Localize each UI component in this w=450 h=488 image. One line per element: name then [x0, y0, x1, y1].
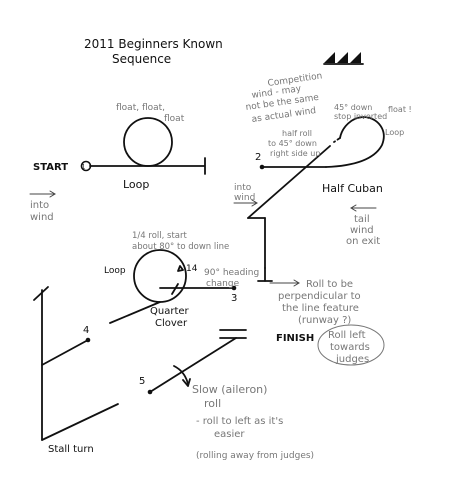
into-wind-arrow-2: [233, 199, 258, 207]
roll-note-3: (rolling away from judges): [196, 451, 314, 461]
loop-label-3: Loop: [104, 266, 126, 276]
figure-5-slow-roll: [147, 329, 247, 395]
float-note-2: float: [164, 114, 185, 124]
quarter-clover-label-1: Quarter: [150, 306, 190, 317]
perp-note-4: (runway ?): [298, 315, 351, 326]
perp-note-3: the line feature: [282, 303, 359, 314]
figure-number-1: 1: [82, 164, 86, 171]
perpendicular-note-arrow: [269, 279, 300, 287]
slow-roll-label-2: roll: [204, 397, 221, 410]
half-roll-note-2: to 45° down: [268, 139, 317, 148]
loop-label-2: Loop: [385, 128, 404, 137]
roll-left-oval: [317, 324, 385, 366]
quarter-roll-note-1: 1/4 roll, start: [132, 231, 187, 241]
into-wind-2-line1: into: [234, 183, 252, 193]
into-wind-1-line1: into: [30, 200, 49, 211]
perp-note-2: perpendicular to: [278, 291, 361, 302]
half-cuban-label: Half Cuban: [322, 182, 383, 195]
finish-label: FINISH: [276, 333, 314, 344]
start-label: START: [33, 162, 68, 173]
down45-note-1: 45° down: [334, 103, 372, 112]
tail-wind-note-1: tail: [354, 214, 370, 225]
into-wind-1-line2: wind: [30, 212, 54, 223]
heading-note-2: change: [206, 279, 240, 289]
float-note-1: float, float,: [116, 103, 165, 113]
figure-1-loop: [80, 117, 206, 175]
perp-note-1: Roll to be: [306, 279, 353, 290]
half-roll-note-1: half roll: [282, 129, 312, 138]
figure-4-stall-turn: [33, 286, 119, 441]
figure-number-3: 3: [231, 293, 237, 304]
figure-number-14: 14: [186, 264, 198, 274]
tail-wind-arrow: [350, 204, 377, 212]
roll-left-note-3: judges: [335, 354, 369, 365]
figure-number-2: 2: [255, 152, 261, 163]
float-exclaim-note: float !: [388, 105, 412, 114]
tail-wind-note-3: on exit: [346, 236, 380, 247]
quarter-roll-note-2: about 80° to down line: [132, 242, 229, 252]
into-wind-2-line2: wind: [234, 193, 255, 203]
heading-note-1: 90° heading: [204, 268, 259, 278]
title-line-1: 2011 Beginners Known: [84, 37, 223, 51]
quarter-clover-label-2: Clover: [155, 318, 188, 329]
roll-note-2: easier: [214, 429, 245, 440]
title-line-2: Sequence: [112, 52, 171, 66]
roll-left-note-2: towards: [330, 342, 370, 353]
sawtooth-wind-icon: [323, 52, 364, 65]
roll-left-note-1: Roll left: [328, 330, 366, 341]
down45-note-2: stop inverted: [334, 112, 387, 121]
loop-label: Loop: [123, 178, 149, 191]
stall-turn-label: Stall turn: [48, 444, 94, 455]
figure-2-half-cuban: [247, 116, 385, 269]
tail-wind-note-2: wind: [350, 225, 374, 236]
slow-roll-label-1: Slow (aileron): [192, 383, 267, 396]
figure-number-4: 4: [83, 325, 89, 336]
half-roll-note-3: right side up: [270, 149, 320, 158]
figure-3-quarter-clover: [109, 249, 273, 324]
into-wind-arrow-1: [29, 190, 56, 198]
roll-note-1: - roll to left as it's: [196, 416, 283, 427]
figure-number-5: 5: [139, 376, 145, 387]
